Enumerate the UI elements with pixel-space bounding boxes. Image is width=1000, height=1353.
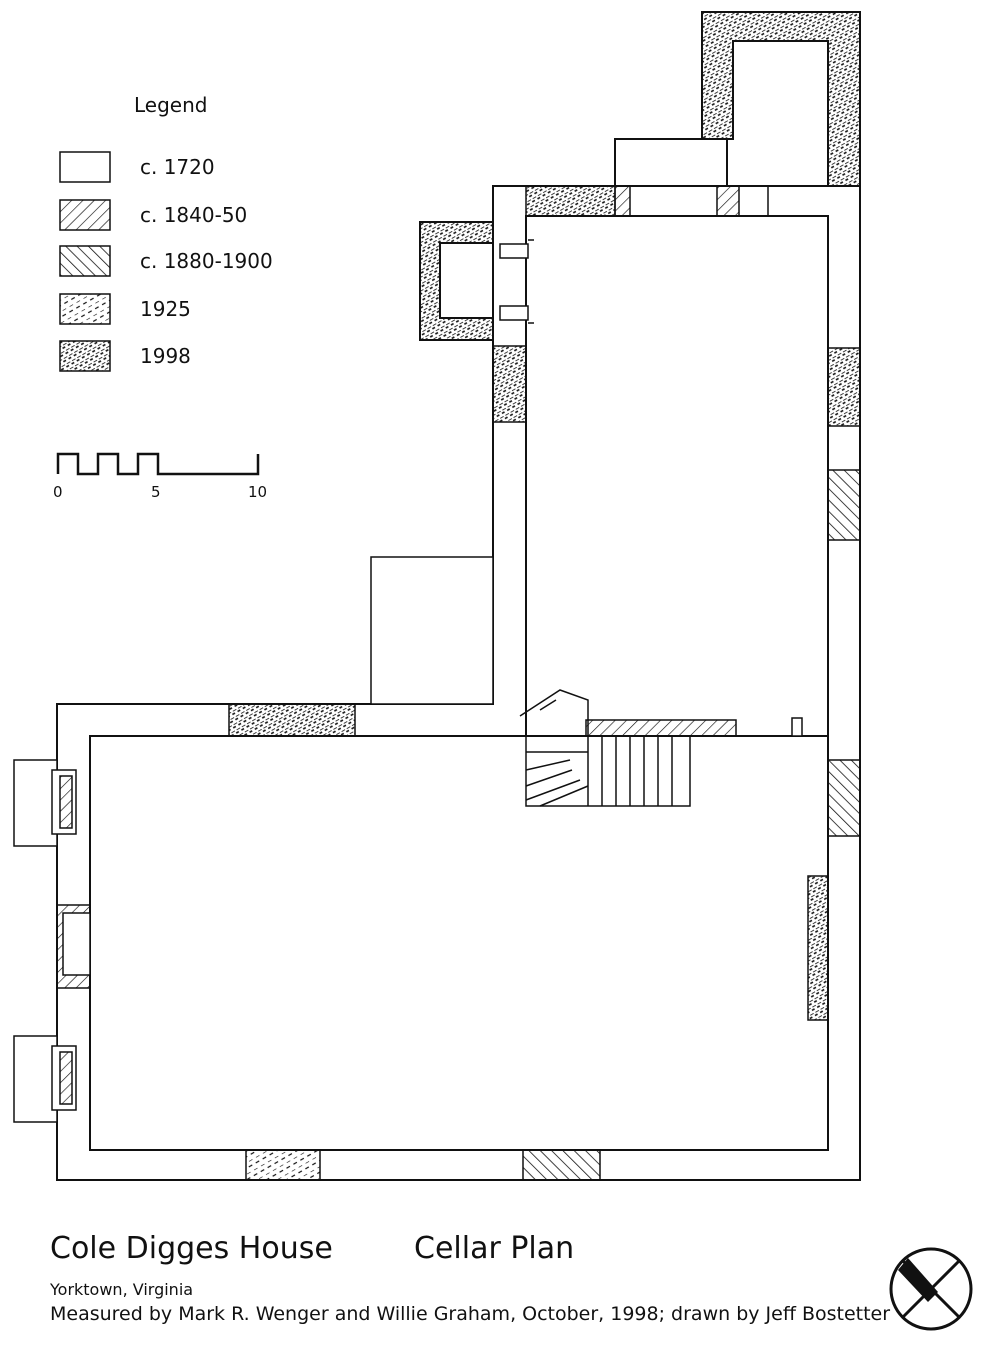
scale-tick-10: 10 — [248, 483, 267, 501]
title-block: Cole Digges House Cellar Plan Yorktown, … — [49, 1231, 890, 1325]
wall-segment-1840-top-b — [716, 185, 740, 217]
wall-segment-1840-top-a — [614, 185, 631, 217]
plan-title: Cellar Plan — [414, 1231, 574, 1266]
wall-segment-1880-main-east — [827, 759, 861, 837]
legend-swatch-1998 — [59, 340, 111, 372]
legend-item-c1880-1900: c. 1880-1900 — [59, 245, 273, 277]
scale-tick-0: 0 — [53, 483, 63, 501]
credit-line: Measured by Mark R. Wenger and Willie Gr… — [50, 1303, 890, 1325]
legend-label-c1880-1900: c. 1880-1900 — [140, 249, 273, 273]
north-arrow-icon — [889, 1247, 973, 1331]
porch-foundation — [370, 556, 494, 705]
location-label: Yorktown, Virginia — [49, 1280, 193, 1299]
scale-tick-5: 5 — [151, 483, 161, 501]
legend-item-c1720: c. 1720 — [59, 151, 215, 183]
window-well-1998 — [419, 221, 534, 341]
door-jamb — [791, 717, 803, 737]
legend-label-1998: 1998 — [140, 344, 191, 368]
legend-swatch-1925 — [59, 293, 111, 325]
wall-segment-1998-top — [525, 185, 616, 217]
west-windows — [13, 759, 91, 1123]
legend-title: Legend — [134, 93, 207, 117]
wall-segment-1925-south — [245, 1149, 321, 1181]
wall-segment-1998-west — [492, 345, 527, 423]
legend-label-1925: 1925 — [140, 297, 191, 321]
legend: Legend c. 1720 c. 1840-50 c. 1880-1900 1… — [59, 93, 273, 372]
legend-label-c1720: c. 1720 — [140, 155, 215, 179]
legend-swatch-c1840-50 — [59, 199, 111, 231]
wall-segment-1840-stair — [585, 719, 737, 737]
wall-segment-1880-south — [522, 1149, 601, 1181]
wall-segment-1880-east — [827, 469, 861, 541]
wall-segment-1998-north — [228, 703, 356, 737]
legend-item-1925: 1925 — [59, 293, 191, 325]
scale-bar: 0 5 10 — [53, 452, 267, 501]
legend-item-c1840-50: c. 1840-50 — [59, 199, 247, 231]
wall-segment-1998-fireplace — [807, 875, 829, 1021]
house-title: Cole Digges House — [50, 1231, 333, 1266]
wall-segment-1998-east — [827, 347, 861, 427]
legend-swatch-c1720 — [59, 151, 111, 183]
legend-item-1998: 1998 — [59, 340, 191, 372]
entry-block — [614, 138, 728, 187]
cellar-stair — [519, 689, 691, 807]
legend-swatch-c1880-1900 — [59, 245, 111, 277]
legend-label-c1840-50: c. 1840-50 — [140, 203, 247, 227]
